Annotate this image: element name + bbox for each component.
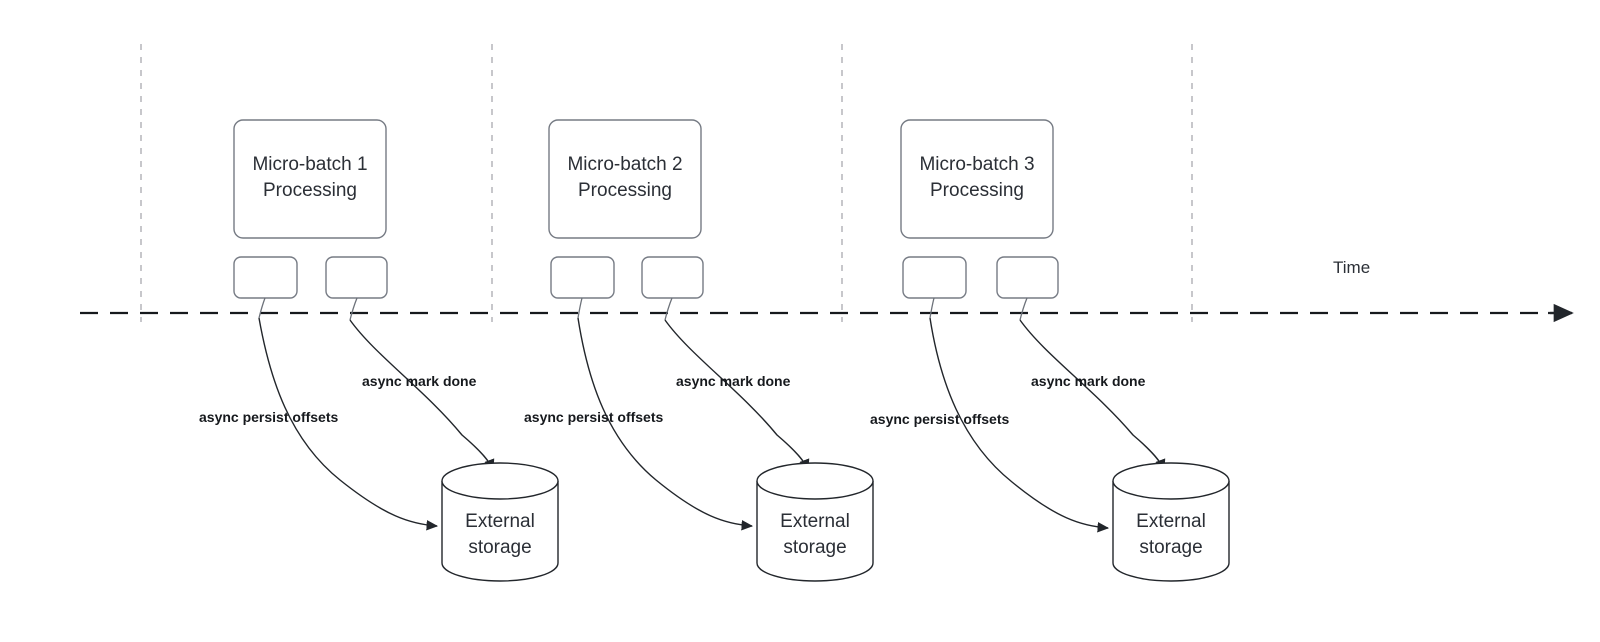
external-storage-3-label-line2: storage [1139, 537, 1202, 558]
external-storage-2[interactable]: External storage [756, 462, 874, 582]
micro-batch-2-label-line1: Micro-batch 2 [567, 154, 682, 175]
async-mark-done-3-arrow [1019, 319, 1166, 471]
tick-mark-done-2-box[interactable] [641, 256, 704, 299]
external-storage-2-label-line2: storage [783, 537, 846, 558]
external-storage-2-body [756, 481, 874, 582]
tick-persist-3-box[interactable] [902, 256, 967, 299]
group-1: Micro-batch 1 Processing async persist o… [199, 119, 559, 582]
async-persist-offsets-1-arrow [258, 317, 439, 531]
micro-batch-3-label-line2: Processing [930, 180, 1024, 201]
tick-persist-1-box[interactable] [233, 256, 298, 299]
async-persist-offsets-2-arrow [577, 317, 754, 531]
external-storage-1-body [441, 481, 559, 582]
micro-batch-1-label-line2: Processing [263, 180, 357, 201]
external-storage-3[interactable]: External storage [1112, 462, 1230, 582]
external-storage-3-label-line1: External [1136, 511, 1206, 532]
tick-mark-done-1-stub [349, 297, 358, 321]
async-persist-offsets-2-label: async persist offsets [524, 409, 663, 425]
external-storage-2-label-line1: External [780, 511, 850, 532]
async-mark-done-2-label: async mark done [676, 373, 791, 389]
micro-batch-1-box[interactable] [233, 119, 387, 239]
external-storage-1-label-line2: storage [468, 537, 531, 558]
external-storage-1-label-line1: External [465, 511, 535, 532]
external-storage-1[interactable]: External storage [441, 462, 559, 582]
external-storage-2-top [756, 462, 874, 500]
async-mark-done-2-arrow [664, 319, 810, 471]
async-persist-offsets-3-arrow [929, 317, 1110, 533]
async-persist-offsets-1-label: async persist offsets [199, 409, 338, 425]
tick-mark-done-3-box[interactable] [996, 256, 1059, 299]
external-storage-3-top [1112, 462, 1230, 500]
tick-persist-3-stub [929, 297, 935, 319]
tick-persist-2-stub [577, 297, 583, 319]
external-storage-1-top [441, 462, 559, 500]
async-persist-offsets-3-label: async persist offsets [870, 411, 1009, 427]
micro-batch-3-label-line1: Micro-batch 3 [919, 154, 1034, 175]
group-2: Micro-batch 2 Processing async persist o… [524, 119, 874, 582]
time-axis-label: Time [1333, 258, 1370, 277]
micro-batch-1-label-line1: Micro-batch 1 [252, 154, 367, 175]
micro-batch-2-label-line2: Processing [578, 180, 672, 201]
async-mark-done-1-label: async mark done [362, 373, 477, 389]
tick-mark-done-1-box[interactable] [325, 256, 388, 299]
group-3: Micro-batch 3 Processing async persist o… [870, 119, 1230, 582]
tick-persist-2-box[interactable] [550, 256, 615, 299]
micro-batch-3-box[interactable] [900, 119, 1054, 239]
micro-batch-2-box[interactable] [548, 119, 702, 239]
tick-persist-1-stub [258, 297, 266, 319]
async-mark-done-1-arrow [349, 319, 495, 471]
external-storage-3-body [1112, 481, 1230, 582]
tick-mark-done-3-stub [1019, 297, 1028, 321]
async-mark-done-3-label: async mark done [1031, 373, 1146, 389]
tick-mark-done-2-stub [664, 297, 673, 321]
